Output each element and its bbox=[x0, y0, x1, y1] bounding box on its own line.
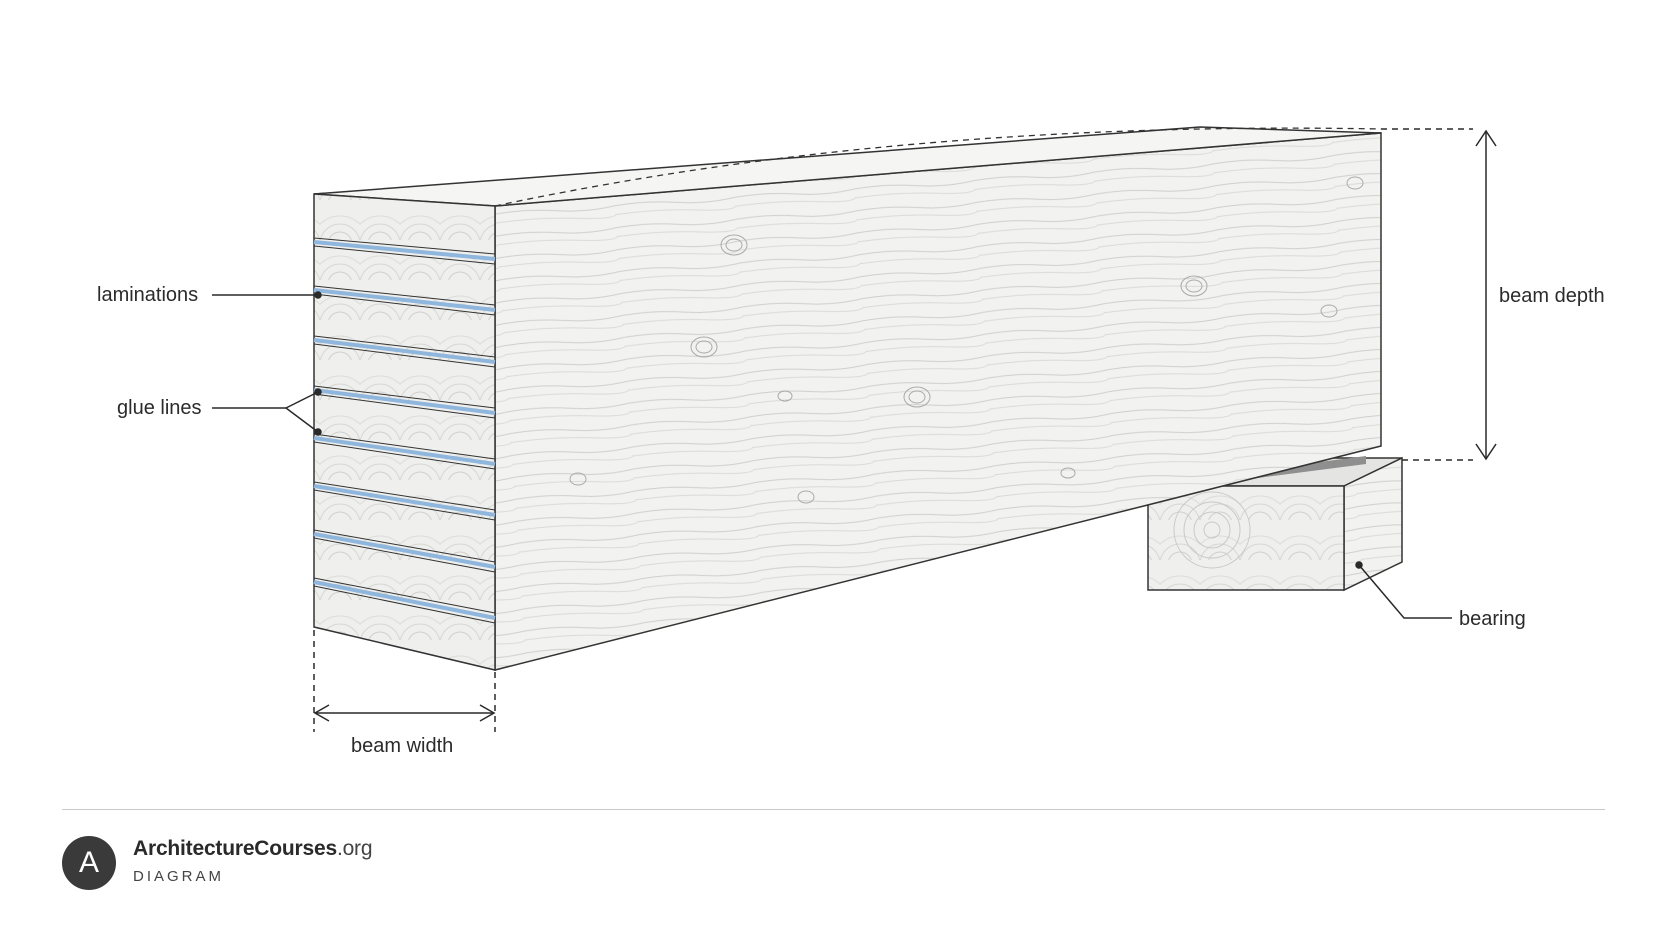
brand-subtitle: DIAGRAM bbox=[133, 868, 225, 885]
glue-lines-label: glue lines bbox=[117, 397, 202, 419]
beam-width-dimension bbox=[313, 630, 496, 732]
laminations-leader bbox=[212, 291, 322, 299]
footer-divider bbox=[62, 809, 1605, 810]
brand-tld: .org bbox=[336, 837, 373, 860]
beam-depth-label: beam depth bbox=[1499, 285, 1605, 307]
wood-knots bbox=[569, 176, 1364, 504]
laminations-label: laminations bbox=[97, 284, 198, 306]
glue-lines-leader bbox=[212, 388, 322, 436]
beam-end-face bbox=[313, 193, 496, 671]
bearing-leader bbox=[1355, 561, 1452, 619]
beam-depth-dimension bbox=[1381, 128, 1497, 461]
bearing-label: bearing bbox=[1459, 608, 1526, 630]
beam-width-label: beam width bbox=[351, 735, 453, 757]
glue-lines bbox=[313, 240, 496, 620]
lamination-edges bbox=[313, 237, 496, 624]
brand-name: ArchitectureCourses.org bbox=[133, 837, 373, 861]
brand-name-bold: ArchitectureCourses bbox=[133, 837, 337, 860]
logo-icon: A bbox=[62, 836, 116, 890]
